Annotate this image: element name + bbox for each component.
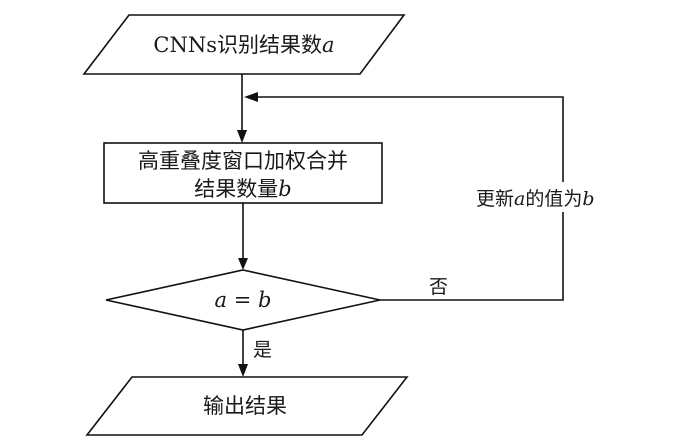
- output-parallelogram: [85, 376, 409, 436]
- process-rectangle: [103, 142, 383, 204]
- process-label-line2: 结果数量b: [194, 177, 291, 201]
- decision-label: a = b: [215, 288, 272, 312]
- loop-update-label: 更新a的值为b: [476, 188, 595, 210]
- no-label: 否: [429, 276, 448, 298]
- arrow-head-process: [237, 130, 247, 143]
- input-label: CNNs识别结果数a: [153, 33, 334, 57]
- process-label-line1: 高重叠度窗口加权合并: [138, 149, 348, 173]
- input-parallelogram: [82, 14, 406, 75]
- output-label: 输出结果: [203, 394, 287, 418]
- arrow-head-output: [238, 364, 248, 377]
- yes-label: 是: [253, 339, 272, 361]
- arrow-head-decision: [238, 258, 248, 270]
- arrow-head-loop: [244, 92, 258, 102]
- loop-label-mask: [555, 182, 571, 212]
